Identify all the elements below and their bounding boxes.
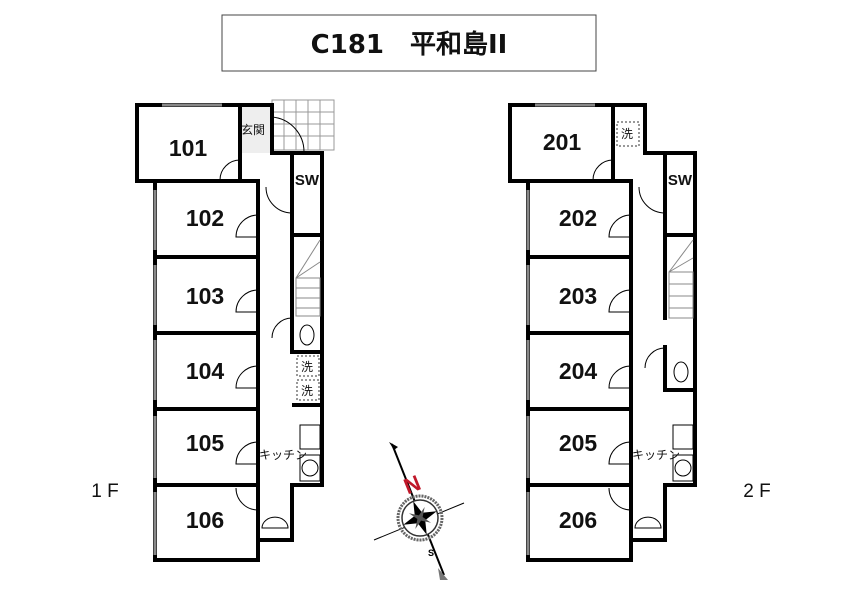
door-201[interactable] — [592, 159, 614, 181]
corridor-wall-2f — [613, 103, 697, 542]
room-label-204: 204 — [559, 358, 598, 384]
washer-1-label: 洗 — [301, 360, 313, 374]
sink-icon — [299, 424, 321, 450]
toilet-icon-2f — [673, 361, 689, 383]
room-label-106: 106 — [186, 507, 224, 533]
door-104[interactable] — [235, 365, 259, 389]
door-105[interactable] — [235, 441, 259, 465]
door-103[interactable] — [235, 289, 259, 313]
stove-icon-2f — [672, 454, 694, 482]
washbasin-icon-2f — [634, 516, 662, 529]
stairs — [295, 277, 321, 317]
title-box — [221, 14, 597, 72]
page-title: C181 平和島II — [311, 30, 508, 60]
north-arrow-icon — [389, 442, 398, 450]
floor-2-plan: 洗 201 202 203 204 205 206 SW キッチン 2 F — [508, 103, 771, 562]
room-label-201: 201 — [543, 129, 582, 155]
stove-icon — [299, 454, 321, 482]
sink-icon-2f — [672, 424, 694, 450]
door-203[interactable] — [608, 289, 632, 313]
room-label-205: 205 — [559, 430, 598, 456]
washer-2-label: 洗 — [301, 384, 313, 398]
room-label-203: 203 — [559, 283, 597, 309]
room-label-102: 102 — [186, 205, 224, 231]
floor-1-label: 1 F — [91, 481, 118, 502]
stairs-2f — [668, 271, 694, 319]
storage-label-2f: SW — [668, 172, 693, 189]
sw-door-2f[interactable] — [638, 186, 666, 214]
storage-sw-2f — [663, 151, 697, 237]
compass-rose: N S — [373, 442, 465, 580]
storage-label: SW — [295, 172, 320, 189]
kitchen-label-2f: キッチン — [632, 448, 680, 462]
corridor-wall — [240, 103, 324, 542]
door-102[interactable] — [235, 214, 259, 238]
toilet-icon — [299, 324, 315, 346]
toilet-door[interactable] — [271, 317, 293, 339]
toilet-door-2f[interactable] — [644, 347, 666, 369]
door-204[interactable] — [608, 365, 632, 389]
room-label-104: 104 — [186, 358, 225, 384]
room-label-202: 202 — [559, 205, 597, 231]
washer-label-2f: 洗 — [621, 127, 633, 141]
room-label-105: 105 — [186, 430, 225, 456]
washer-2f — [616, 121, 640, 147]
floor-2-label: 2 F — [743, 481, 770, 502]
room-label-206: 206 — [559, 507, 597, 533]
entrance-label: 玄関 — [241, 122, 265, 137]
washbasin-icon — [261, 516, 289, 529]
door-202[interactable] — [608, 214, 632, 238]
entrance-door[interactable] — [271, 116, 305, 153]
door-106[interactable] — [235, 487, 259, 511]
stair-wall — [290, 235, 322, 354]
door-206[interactable] — [608, 487, 632, 511]
sw-door[interactable] — [265, 186, 293, 214]
door-205[interactable] — [608, 441, 632, 465]
kitchen-label: キッチン — [259, 448, 307, 462]
room-label-103: 103 — [186, 283, 224, 309]
genkan-floor — [240, 106, 272, 153]
compass-south: S — [428, 548, 434, 558]
toilet-wall-2f — [663, 345, 695, 392]
floor-1-plan: 洗 洗 101 102 103 104 105 106 玄関 SW キッチン 1… — [91, 99, 335, 562]
door-101[interactable] — [219, 159, 241, 181]
room-label-101: 101 — [169, 135, 208, 161]
storage-sw — [290, 151, 324, 237]
